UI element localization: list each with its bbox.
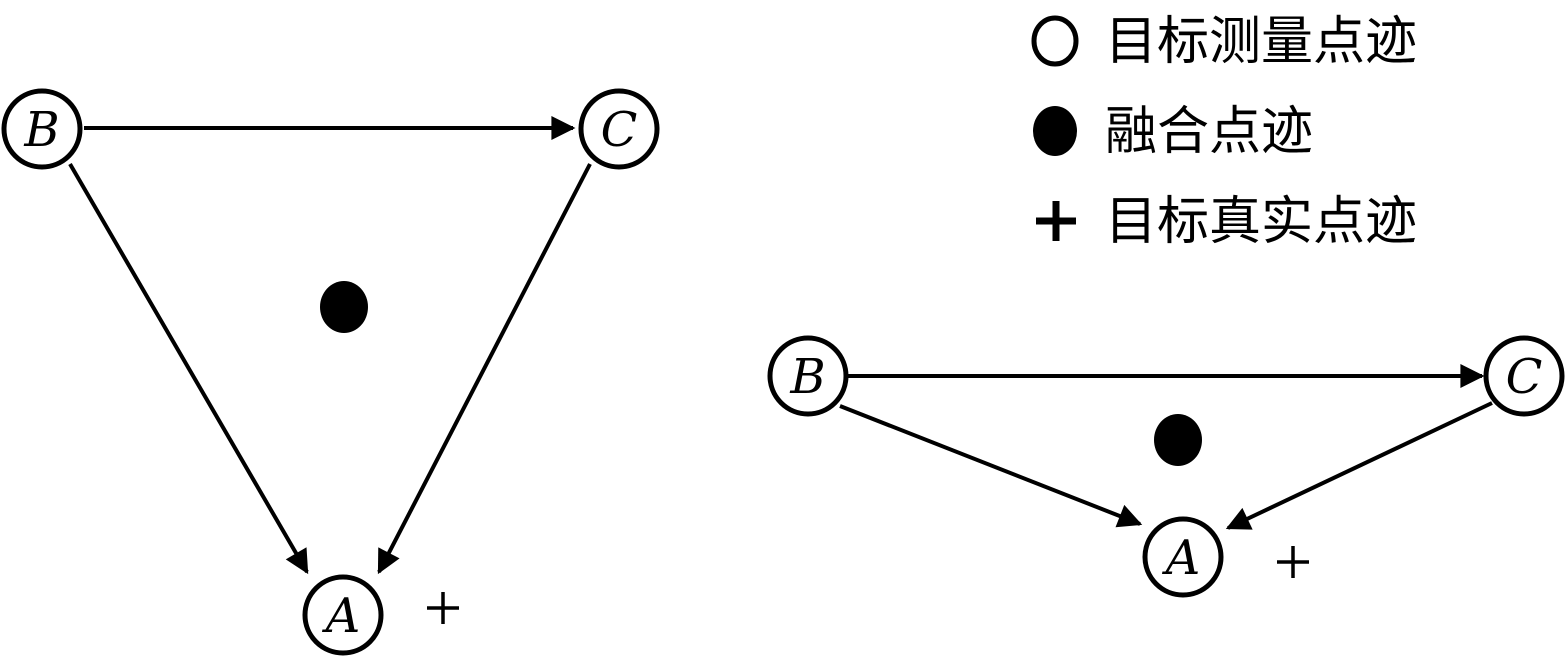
right-true-point — [1277, 546, 1309, 578]
left-node-b-label: B — [23, 102, 59, 158]
left-graph: B C A — [1, 88, 660, 656]
left-true-point — [427, 592, 459, 624]
right-node-b-label: B — [789, 349, 825, 405]
left-node-a: A — [302, 574, 384, 656]
left-edge-b-to-a — [68, 162, 309, 575]
right-graph: B C A — [767, 335, 1565, 598]
legend: 目标测量点迹 融合点迹 目标真实点迹 — [1031, 12, 1417, 252]
legend-truth-label: 目标真实点迹 — [1105, 192, 1417, 252]
legend-item-measured: 目标测量点迹 — [1031, 12, 1417, 72]
left-edge-c-to-a — [377, 163, 592, 575]
left-fused-point — [320, 281, 368, 333]
left-node-c: C — [578, 88, 660, 170]
left-node-a-label: A — [322, 588, 361, 644]
plus-icon — [1036, 201, 1076, 241]
right-node-b: B — [767, 335, 849, 417]
right-node-a: A — [1142, 516, 1224, 598]
right-fused-point — [1154, 414, 1202, 466]
right-edge-c-to-a — [1225, 401, 1493, 530]
hollow-circle-icon — [1031, 15, 1079, 67]
legend-measured-label: 目标测量点迹 — [1105, 12, 1417, 72]
legend-fused-label: 融合点迹 — [1105, 102, 1313, 162]
legend-item-fused: 融合点迹 — [1033, 102, 1313, 162]
left-node-c-label: C — [601, 102, 638, 158]
left-node-b: B — [1, 88, 83, 170]
right-node-c: C — [1483, 335, 1565, 417]
right-edge-b-to-a — [839, 404, 1143, 528]
legend-item-truth: 目标真实点迹 — [1036, 192, 1417, 252]
right-node-c-label: C — [1506, 349, 1543, 405]
right-node-a-label: A — [1162, 530, 1201, 586]
filled-circle-icon — [1033, 106, 1077, 156]
